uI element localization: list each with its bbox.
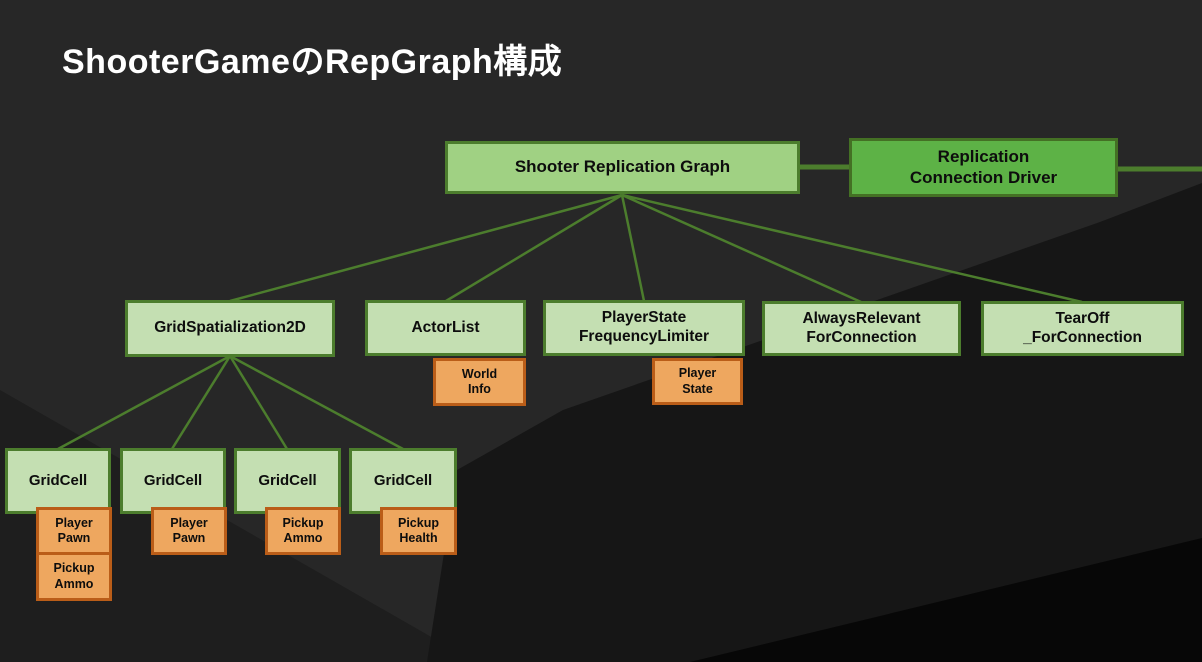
background-facet-left	[0, 390, 475, 662]
node-always-relevant-for-connection: AlwaysRelevant ForConnection	[762, 301, 961, 356]
node-grid-cell-2: GridCell	[120, 448, 226, 514]
node-actor-list: ActorList	[365, 300, 526, 356]
node-label: Player State	[678, 366, 717, 396]
node-player-pawn-2: Player Pawn	[151, 507, 227, 555]
node-label: Pickup Ammo	[282, 515, 324, 545]
node-grid-cell-3: GridCell	[234, 448, 341, 514]
node-label: AlwaysRelevant ForConnection	[802, 309, 921, 346]
node-label: TearOff _ForConnection	[1023, 309, 1142, 346]
node-grid-spatialization-2d: GridSpatialization2D	[125, 300, 335, 357]
connector-grid-to-gridcell-1	[57, 354, 231, 451]
node-grid-cell-1: GridCell	[5, 448, 111, 514]
node-player-state-frequency-limiter: PlayerState FrequencyLimiter	[543, 300, 745, 356]
connector-grid-to-gridcell-2	[170, 355, 232, 450]
node-pickup-ammo-1: Pickup Ammo	[36, 552, 112, 601]
connector-srg-to-tearoff	[621, 193, 1083, 304]
background-facet-corner	[690, 538, 1202, 662]
connector-srg-to-playerstatefrequencylimiter	[620, 194, 646, 302]
node-pickup-ammo-2: Pickup Ammo	[265, 507, 341, 555]
node-tear-off-for-connection: TearOff _ForConnection	[981, 301, 1184, 356]
connector-grid-to-gridcell-3	[228, 355, 289, 450]
node-label: GridSpatialization2D	[154, 319, 306, 337]
node-shooter-replication-graph: Shooter Replication Graph	[445, 141, 800, 194]
node-label: Pickup Ammo	[53, 561, 95, 591]
page-title: ShooterGameのRepGraph構成	[62, 43, 563, 81]
node-player-pawn-1: Player Pawn	[36, 507, 112, 555]
node-label: Replication Connection Driver	[909, 146, 1058, 187]
connector-srg-to-actorlist	[445, 193, 623, 303]
node-label: Pickup Health	[398, 515, 439, 545]
node-label: GridCell	[373, 471, 433, 489]
node-grid-cell-4: GridCell	[349, 448, 457, 514]
node-label: GridCell	[28, 471, 88, 489]
node-label: Player Pawn	[170, 515, 208, 545]
node-label: GridCell	[258, 471, 317, 489]
node-label: World Info	[461, 366, 498, 396]
connector-grid-to-gridcell-4	[229, 354, 404, 451]
node-pickup-health: Pickup Health	[380, 507, 457, 555]
node-label: Player Pawn	[55, 515, 93, 545]
connector-srg-to-alwaysrelevant	[621, 193, 862, 304]
node-replication-connection-driver: Replication Connection Driver	[849, 138, 1118, 197]
node-world-info: World Info	[433, 358, 526, 406]
node-label: GridCell	[143, 471, 203, 489]
connector-srg-to-gridspatialization	[229, 193, 623, 303]
node-label: PlayerState FrequencyLimiter	[578, 309, 710, 345]
node-label: ActorList	[411, 318, 480, 336]
node-player-state: Player State	[652, 358, 743, 405]
node-label: Shooter Replication Graph	[514, 157, 731, 177]
